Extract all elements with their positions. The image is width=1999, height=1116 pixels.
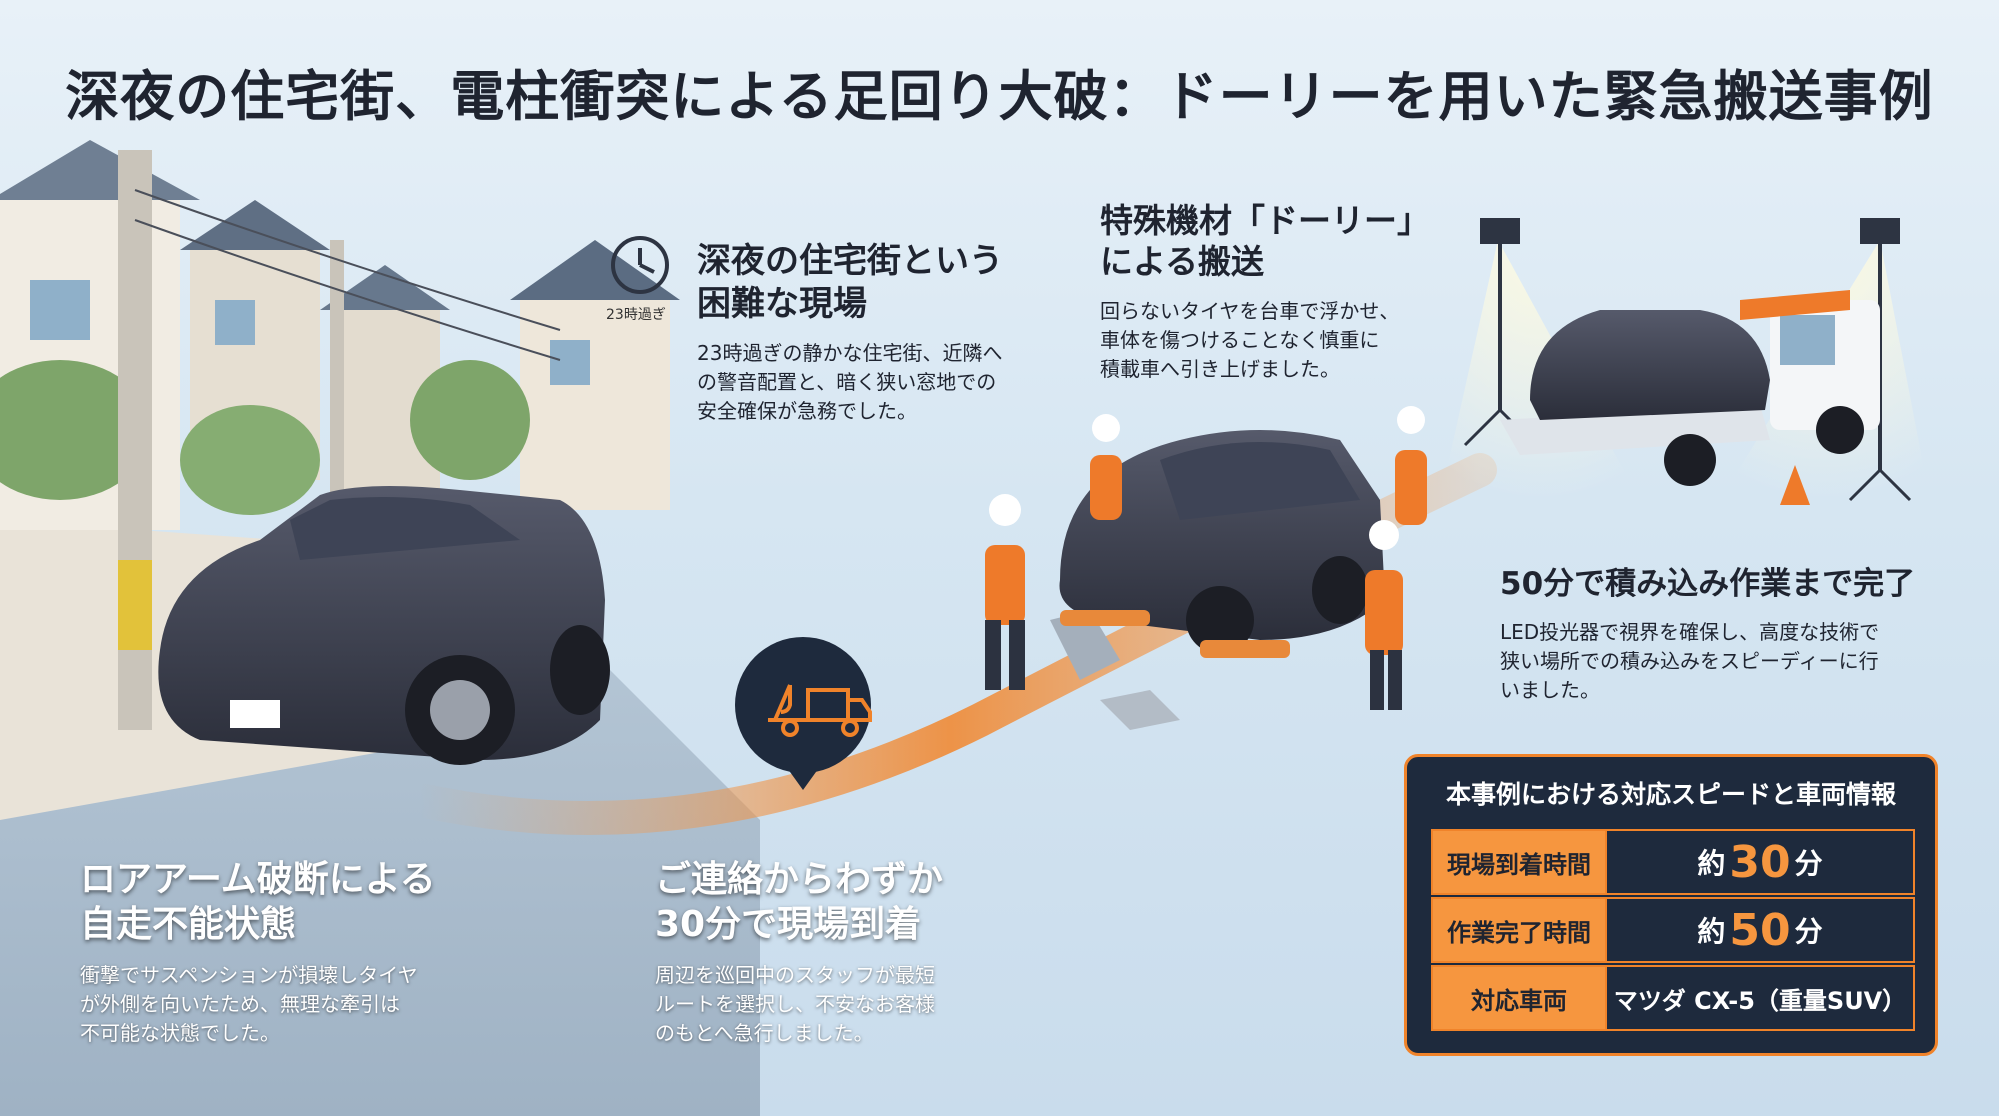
table-row-completion: 作業完了時間 約 50 分 (1431, 897, 1915, 963)
scene-heading: 深夜の住宅街という 困難な現場 (697, 241, 1003, 324)
tow-truck-icon (735, 637, 872, 790)
table-label: 対応車両 (1433, 967, 1607, 1029)
arrival-body: 周辺を巡回中のスタッフが最短 ルートを選択し、不安なお客様 のもとへ急行しました… (655, 963, 935, 1045)
loading-section: 50分で積み込み作業まで完了 LED投光器で視界を確保し、高度な技術で 狭い場所… (1500, 565, 1915, 705)
dolly-heading: 特殊機材「ドーリー」 による搬送 (1100, 201, 1430, 282)
info-panel: 本事例における対応スピードと車両情報 現場到着時間 約 30 分 作業完了時間 … (1404, 754, 1938, 1056)
loading-heading: 50分で積み込み作業まで完了 (1500, 566, 1916, 602)
clock-icon (611, 236, 669, 294)
carrier-truck (1440, 218, 1930, 505)
table-value: 約 50 分 (1607, 899, 1913, 961)
page-title: 深夜の住宅街、電柱衝突による足回り大破：ドーリーを用いた緊急搬送事例 (65, 65, 1934, 128)
table-row-arrival: 現場到着時間 約 30 分 (1431, 829, 1915, 895)
scene-section: 深夜の住宅街という 困難な現場 23時過ぎの静かな住宅街、近隣へ の警音配置と、… (697, 240, 1003, 426)
table-value: 約 30 分 (1607, 831, 1913, 893)
clock-label: 23時過ぎ (606, 307, 666, 323)
dolly-operation (985, 406, 1427, 730)
damage-section: ロアアーム破断による 自走不能状態 衝撃でサスペンションが損壊しタイヤ が外側を… (80, 857, 436, 1048)
damage-body: 衝撃でサスペンションが損壊しタイヤ が外側を向いたため、無理な牽引は 不可能な状… (80, 963, 418, 1045)
arrival-heading: ご連絡からわずか 30分で現場到着 (655, 859, 944, 945)
info-panel-title: 本事例における対応スピードと車両情報 (1445, 780, 1896, 809)
dolly-body: 回らないタイヤを台車で浮かせ、 車体を傷つけることなく慎重に 積載車へ引き上げま… (1100, 298, 1400, 381)
damage-heading: ロアアーム破断による 自走不能状態 (80, 859, 436, 945)
dolly-section: 特殊機材「ドーリー」 による搬送 回らないタイヤを台車で浮かせ、 車体を傷つける… (1100, 200, 1430, 384)
loading-body: LED投光器で視界を確保し、高度な技術で 狭い場所での積み込みをスピーディーに行… (1500, 619, 1880, 702)
damaged-suv (158, 486, 610, 765)
table-row-vehicle: 対応車両 マツダ CX-5（重量SUV） (1431, 965, 1915, 1031)
table-label: 作業完了時間 (1433, 899, 1607, 961)
table-label: 現場到着時間 (1433, 831, 1607, 893)
scene-body: 23時過ぎの静かな住宅街、近隣へ の警音配置と、暗く狭い窓地での 安全確保が急務… (697, 341, 1003, 423)
table-value: マツダ CX-5（重量SUV） (1607, 967, 1913, 1029)
arrival-section: ご連絡からわずか 30分で現場到着 周辺を巡回中のスタッフが最短 ルートを選択し… (655, 857, 943, 1048)
